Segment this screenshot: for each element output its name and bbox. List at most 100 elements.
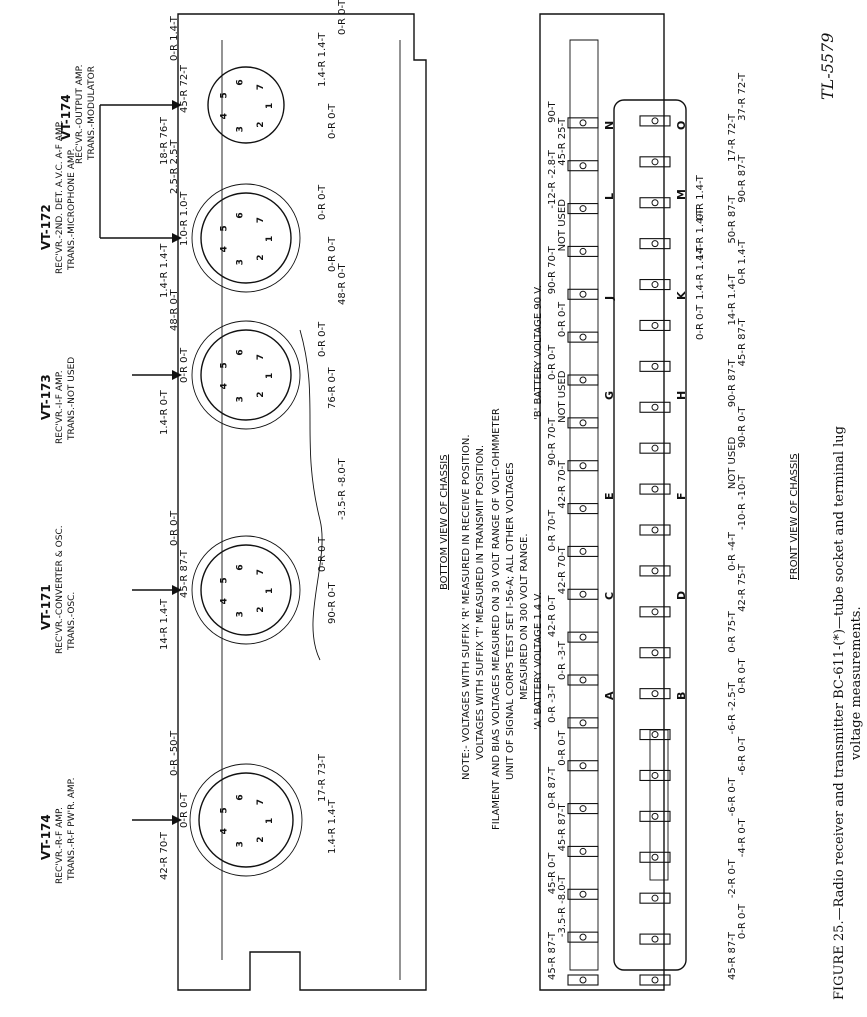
lug-hole bbox=[579, 247, 587, 255]
terminal-voltage-label: 0-R -3-T bbox=[547, 683, 558, 723]
socket-pin-number: 5 bbox=[219, 225, 230, 232]
tube-role-receive-3: REC'VR.-I-F AMP. bbox=[55, 370, 65, 444]
a-battery-note: 'A' BATTERY VOLTAGE 1.4 V. bbox=[533, 591, 544, 730]
socket-pin-number: 5 bbox=[219, 362, 230, 369]
socket-pin-number: 1 bbox=[265, 102, 275, 109]
socket-voltage-label: 0-R -50-T bbox=[169, 730, 180, 776]
lug-letter: F bbox=[675, 492, 688, 500]
lug-hole bbox=[651, 812, 659, 820]
terminal-lug bbox=[639, 278, 671, 291]
lug-hole bbox=[579, 290, 587, 298]
terminal-lug bbox=[639, 115, 671, 127]
socket-pin-number: 2 bbox=[255, 391, 266, 398]
socket-voltage-label: 0-R 0-T bbox=[317, 536, 328, 572]
lug-hole bbox=[579, 119, 587, 127]
terminal-lug bbox=[639, 892, 671, 904]
terminal-lug bbox=[567, 117, 599, 129]
bottom-view-title: BOTTOM VIEW OF CHASSIS bbox=[439, 454, 450, 590]
lug-letter: E bbox=[603, 492, 616, 500]
terminal-lug bbox=[567, 674, 599, 686]
lug-hole bbox=[651, 485, 659, 493]
socket-voltage-label: 17-R 73-T bbox=[317, 754, 328, 802]
tube-role-receive-1: REC'VR.-R-F AMP. bbox=[55, 807, 65, 884]
terminal-lug bbox=[639, 524, 671, 536]
terminal-lug bbox=[567, 760, 599, 772]
front-panel-plate bbox=[569, 39, 599, 971]
terminal-voltage-label: -3.5-R -8.0-T bbox=[557, 875, 568, 938]
lug-hole bbox=[651, 567, 659, 575]
lug-letter: A bbox=[603, 691, 616, 700]
socket-pin-number: 7 bbox=[255, 83, 266, 91]
terminal-lug bbox=[639, 933, 671, 945]
terminal-lug bbox=[639, 442, 671, 454]
tube-role-transmit-3: TRANS.-NOT USED bbox=[67, 356, 77, 440]
terminal-lug bbox=[567, 545, 599, 557]
tube-name-4: VT-172 bbox=[39, 204, 53, 250]
terminal-voltage-label: 90-R 70-T bbox=[547, 246, 558, 295]
terminal-voltage-label: 90-R 0-T bbox=[737, 406, 748, 449]
note-line-3: FILAMENT AND BIAS VOLTAGES MEASURED ON 3… bbox=[491, 408, 502, 830]
lug-letter: J bbox=[603, 295, 616, 300]
socket-voltage-label: 0-R 0-T bbox=[327, 103, 338, 139]
lug-hole bbox=[651, 281, 659, 289]
terminal-lug bbox=[567, 974, 599, 986]
lug-hole bbox=[579, 933, 587, 941]
socket-pin-number: 2 bbox=[255, 606, 266, 613]
lug-hole bbox=[651, 117, 659, 125]
terminal-lug bbox=[639, 606, 671, 618]
lug-letter: B bbox=[675, 691, 688, 700]
terminal-lug bbox=[567, 417, 599, 429]
figure-caption-line2: voltage measurements. bbox=[849, 606, 864, 760]
lug-hole bbox=[651, 649, 659, 657]
socket-pin-number: 1 bbox=[265, 235, 275, 242]
socket-pin-number: 5 bbox=[219, 807, 230, 814]
socket-pin-number: 7 bbox=[255, 216, 266, 224]
socket-voltage-label: 0-R 0-T bbox=[169, 510, 180, 546]
terminal-lug bbox=[639, 647, 671, 659]
socket-interconnect bbox=[299, 329, 323, 661]
socket-voltage-label: 90-R 0-T bbox=[327, 582, 338, 624]
lug-letter: L bbox=[603, 192, 616, 200]
terminal-lug bbox=[639, 810, 671, 822]
front-switch-box bbox=[649, 729, 669, 881]
terminal-lug bbox=[567, 288, 599, 300]
tube-socket-3 bbox=[191, 320, 301, 430]
lug-letter: K bbox=[675, 291, 688, 300]
socket-pin-number: 1 bbox=[265, 587, 275, 594]
terminal-lug bbox=[567, 245, 599, 257]
lug-hole bbox=[651, 935, 659, 943]
terminal-voltage-label: 45-R 87-T bbox=[557, 803, 568, 852]
inner-voltage-label: 0-R 0-T bbox=[695, 304, 706, 340]
terminal-lug bbox=[639, 974, 671, 986]
terminal-voltage-label: 42-R 0-T bbox=[547, 595, 558, 638]
front-view-title: FRONT VIEW OF CHASSIS bbox=[789, 453, 800, 580]
terminal-voltage-label: 0-R 0-T bbox=[737, 658, 748, 694]
terminal-lug bbox=[567, 503, 599, 515]
tube-socket-1 bbox=[189, 763, 303, 877]
socket-voltage-label: 0-R 0-T bbox=[179, 347, 190, 383]
note-line-1: NOTE:- VOLTAGES WITH SUFFIX 'R' MEASURED… bbox=[461, 434, 472, 780]
lug-hole bbox=[579, 590, 587, 598]
socket-pin-number: 6 bbox=[235, 349, 246, 356]
lug-hole bbox=[651, 321, 659, 329]
lug-hole bbox=[651, 240, 659, 248]
tube-role-transmit-1: TRANS.-R-F PW'R. AMP. bbox=[67, 777, 77, 880]
tube-role-transmit-2: TRANS.-OSC. bbox=[67, 591, 77, 650]
terminal-lug bbox=[639, 319, 671, 332]
socket-pin-number: 3 bbox=[235, 841, 246, 848]
socket-voltage-label: -3.5-R -8.0-T bbox=[337, 458, 348, 520]
socket-pin-number: 4 bbox=[219, 383, 230, 390]
terminal-voltage-label: 45-R 87-T bbox=[547, 932, 558, 980]
socket-voltage-label: 0-R 0-T bbox=[327, 236, 338, 272]
socket-pin-number: 5 bbox=[219, 577, 230, 584]
terminal-lug bbox=[639, 483, 671, 495]
lug-hole bbox=[579, 976, 587, 984]
socket-voltage-label: 1.0-R 1.0-T bbox=[179, 191, 190, 246]
socket-voltage-label: 48-R 0-T bbox=[337, 263, 348, 305]
socket-pin-number: 3 bbox=[235, 396, 246, 403]
lug-hole bbox=[651, 690, 659, 698]
lug-letter: M bbox=[675, 189, 688, 200]
socket-pin-number: 2 bbox=[255, 254, 266, 261]
lug-hole bbox=[579, 890, 587, 898]
